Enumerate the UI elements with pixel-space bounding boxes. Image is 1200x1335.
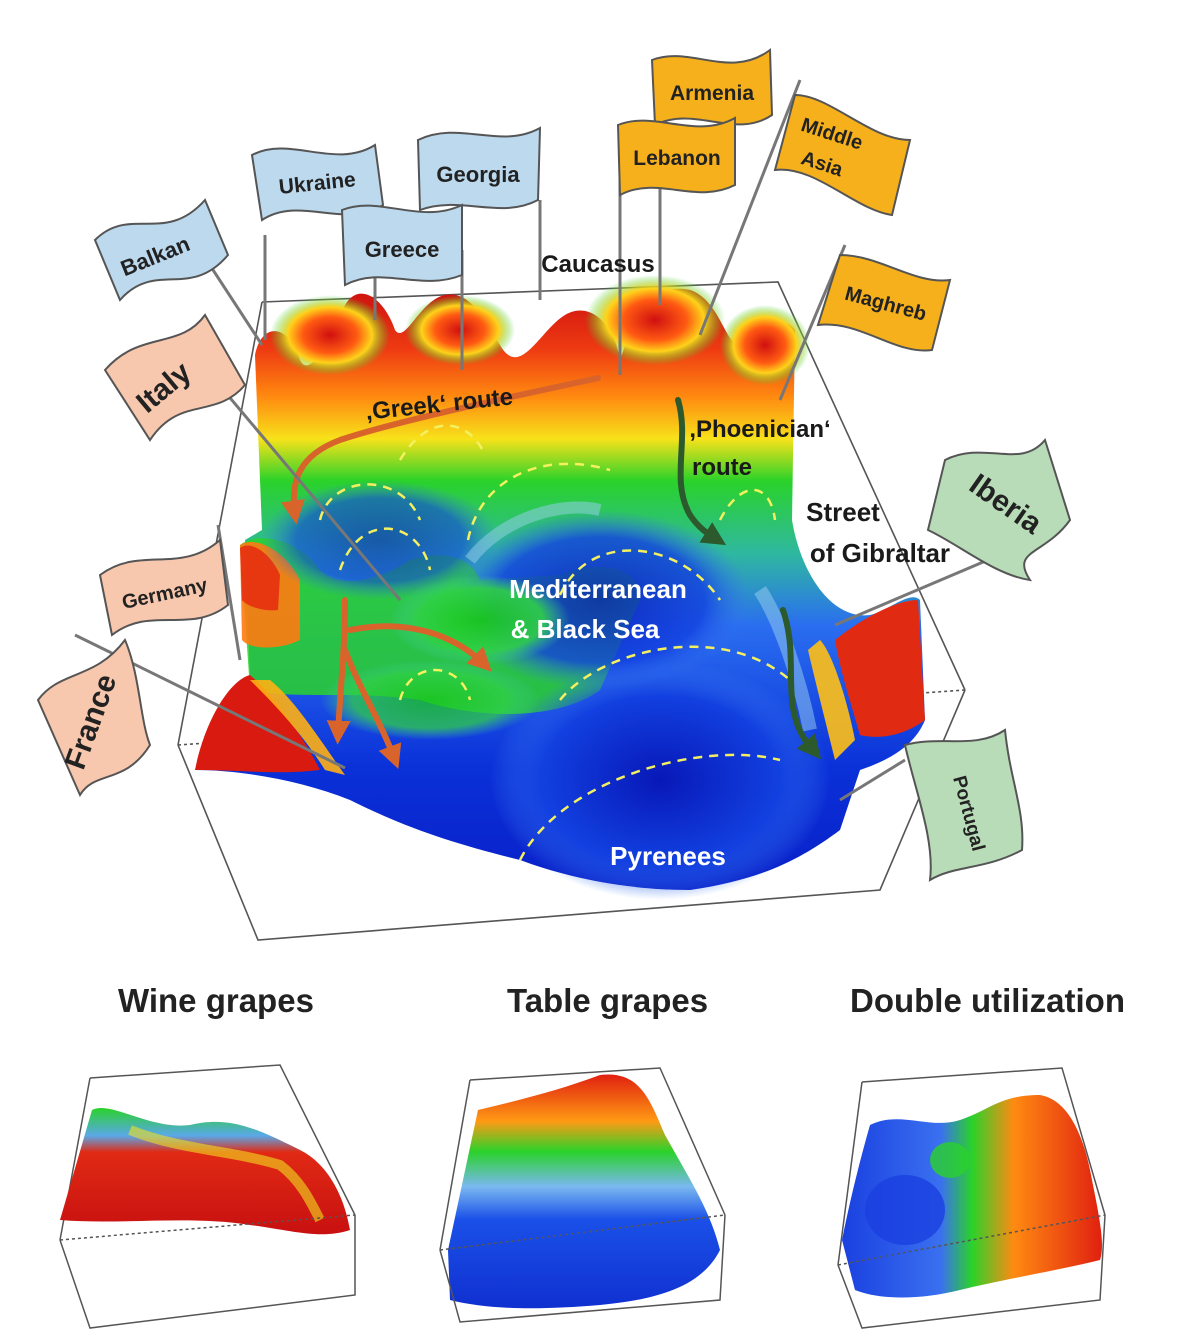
flag-maghreb: Maghreb <box>816 253 952 352</box>
route-arrow-germany-a <box>326 597 351 745</box>
flag-portugal: Portugal <box>903 728 1024 882</box>
phoenician-route-label-2: route <box>692 454 752 481</box>
flag-france: France <box>36 638 152 798</box>
fitness-surface <box>195 275 925 900</box>
flag-lebanon: Lebanon <box>616 116 736 197</box>
flag-armenia: Armenia <box>650 48 774 127</box>
flag-middle-asia: Middle Asia <box>773 93 912 217</box>
flag-armenia-label: Armenia <box>670 82 754 105</box>
flag-greece-label: Greece <box>365 237 440 262</box>
street-of-gibraltar-label-2: of Gibraltar <box>810 538 950 568</box>
flag-georgia-label: Georgia <box>436 162 520 187</box>
route-arrow-germany-c <box>342 647 402 769</box>
panel-title-table-grapes: Table grapes <box>507 982 709 1019</box>
phoenician-route-arrows <box>675 397 822 760</box>
flag-iberia: Iberia <box>926 437 1072 582</box>
street-of-gibraltar-label-1: Street <box>806 497 880 527</box>
phoenician-route-arrow-2 <box>780 607 822 760</box>
flag-georgia: Georgia <box>416 126 542 212</box>
panel-double-utilization <box>837 1067 1106 1329</box>
pyrenees-label: Pyrenees <box>610 841 726 871</box>
phoenician-route-arrow-1 <box>675 397 727 546</box>
panel-wine-grapes <box>59 1064 356 1329</box>
panel-table-grapes <box>439 1067 726 1323</box>
route-arrow-germany-b <box>347 623 492 672</box>
flag-ukraine: Ukraine <box>250 143 385 222</box>
flag-germany: Germany <box>98 538 230 637</box>
flag-greece: Greece <box>340 203 463 287</box>
flag-balkan: Balkan <box>93 198 230 302</box>
flag-lebanon-label: Lebanon <box>633 147 721 170</box>
dashed-arcs <box>318 424 791 861</box>
mediterranean-label-2: & Black Sea <box>511 614 660 644</box>
phoenician-route-label-1: ,Phoenician‘ <box>689 416 830 443</box>
flag-italy: Italy <box>103 313 247 442</box>
caucasus-label: Caucasus <box>541 251 654 278</box>
panel-title-wine-grapes: Wine grapes <box>118 982 314 1019</box>
plot-box-back <box>177 281 966 746</box>
panel-title-double-utilization: Double utilization <box>850 982 1125 1019</box>
mediterranean-label-1: Mediterranean <box>509 574 687 604</box>
